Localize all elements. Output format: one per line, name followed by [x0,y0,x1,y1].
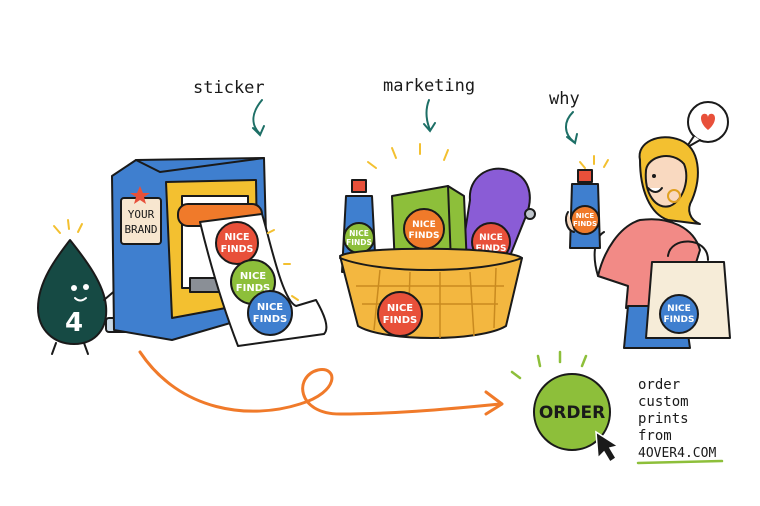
sparkle-lines [53,219,83,234]
label-marketing: marketing [383,76,475,96]
skateboard-wheel [524,208,536,220]
mascot: 4 [37,219,119,355]
mascot-number: 4 [65,308,83,338]
mascot-eye [71,285,77,291]
sticker-text-line1: NICE [387,303,413,314]
face [644,155,688,208]
brand-label-card [120,197,162,245]
tote-strap [667,240,709,261]
sticker-badge: NICE FINDS [215,221,259,265]
basket-sparkles [367,143,449,169]
figure-sparkles [579,155,609,169]
link-underline [636,459,724,465]
curved-arrow-icon [138,350,504,416]
label-sticker: sticker [193,78,265,98]
sticker-text-line2: FINDS [573,220,597,228]
arrowhead [566,133,578,145]
cta-website-link[interactable]: 4OVER4.COM [638,446,716,461]
label-why-group: why [549,89,580,145]
mascot-eye [83,284,89,290]
sticker-badge: NICE FINDS [343,222,375,254]
brand-label-line2: BRAND [124,223,157,236]
order-button-circle[interactable] [533,373,611,451]
sticker-badge: NICE FINDS [403,208,445,250]
label-sticker-group: sticker [193,78,265,137]
sticker-text-line1: NICE [412,220,436,230]
sticker-circle [659,294,699,334]
sticker-text-line1: NICE [240,271,266,282]
sticker-circle [247,290,293,336]
order-button[interactable]: ORDER [510,350,620,464]
cta-line: from [638,428,672,444]
arrowhead [484,390,504,416]
sticker-circle [215,221,259,265]
sticker-text-line1: NICE [225,232,250,243]
button-sparkles [510,350,588,380]
order-button-label[interactable]: ORDER [539,403,605,423]
cta-text: order custom prints from 4OVER4.COM [636,377,724,465]
heart-icon [701,113,715,130]
sticker-text-line1: NICE [349,229,369,238]
cta-line: custom [638,394,689,410]
sticker-sheet-sparkles [267,229,299,301]
sticker-text-line2: FINDS [221,244,254,255]
mascot-body [37,239,108,345]
eye [652,174,656,178]
sticker-badge: NICE FINDS [377,291,423,337]
sticker-text-line1: NICE [667,304,691,314]
star-icon [130,186,150,204]
customer-figure: NICE FINDS NICE FINDS [565,101,731,349]
arrowhead [252,125,265,137]
bottle-cap [351,179,367,193]
marketing-basket-group: NICE FINDS NICE FINDS NICE FINDS [339,143,536,339]
machine-top-edge [135,157,265,173]
earring [667,189,681,203]
bottle-cap [577,169,593,183]
cursor-arrow-icon [595,430,620,464]
hand [565,211,575,233]
arrow-path [138,350,502,416]
sticker-circle [570,205,600,235]
sticker-text-line2: FINDS [409,231,440,241]
label-marketing-group: marketing [383,76,475,133]
sticker-badge: NICE FINDS [247,290,293,336]
down-arrow-icon [425,99,431,131]
sticker-text-line2: FINDS [383,315,417,326]
sticker-text-line2: FINDS [664,315,695,325]
arrowhead [423,122,436,133]
sticker-circle [377,291,423,337]
sticker-text-line2: FINDS [476,244,507,254]
label-why: why [549,89,580,109]
sticker-text-line2: FINDS [346,238,372,247]
sticker-badge: NICE FINDS [570,205,600,235]
sticker-text-line2: FINDS [236,283,270,294]
sticker-text-line1: NICE [576,212,595,220]
cta-line: order [638,377,680,393]
mascot-smile [74,297,87,302]
smile [647,187,663,193]
brand-label-line1: YOUR [128,208,155,221]
sticker-text-line1: NICE [257,302,283,313]
basket-rim [339,257,523,271]
sticker-text-line2: FINDS [253,314,287,325]
mascot-legs [51,342,89,355]
down-arrow-icon [252,99,263,135]
cta-line: prints [638,411,689,427]
sticker-text-line1: NICE [479,233,503,243]
sticker-badge: NICE FINDS [659,294,699,334]
